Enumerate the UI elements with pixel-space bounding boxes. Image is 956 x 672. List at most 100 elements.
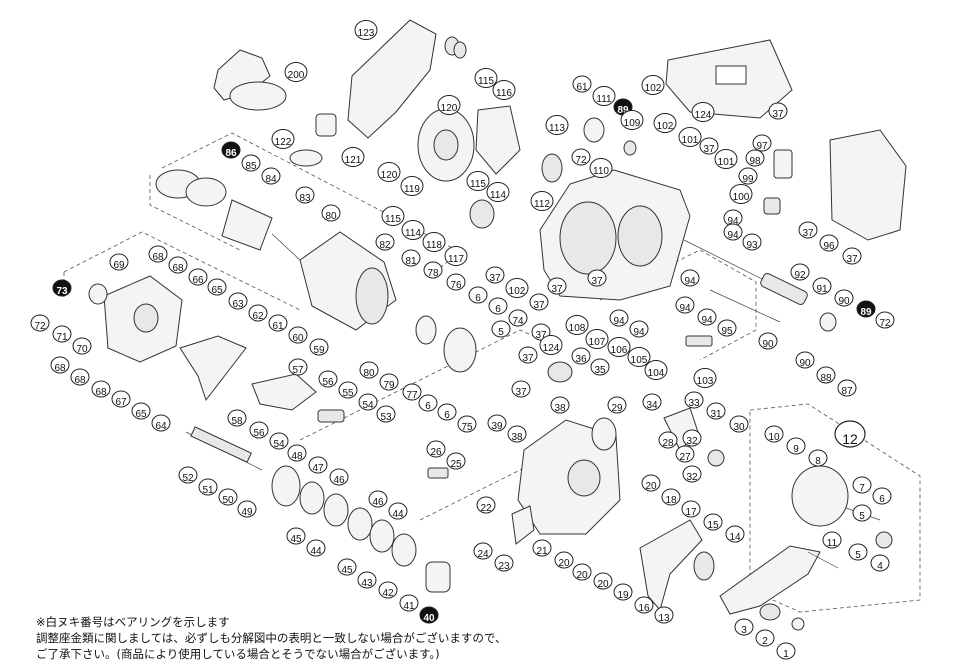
callout-label: 43 <box>361 578 373 589</box>
callout-circle <box>237 500 257 518</box>
callout-circle <box>318 370 338 388</box>
callout-label: 37 <box>703 144 715 155</box>
callout-label: 107 <box>589 337 606 348</box>
callout-circle <box>437 403 457 421</box>
callout-circle <box>693 368 717 388</box>
callout-label: 31 <box>710 409 722 420</box>
note-bearing: ※白ヌキ番号はベアリングを示します <box>36 615 230 629</box>
part-callout: 32 <box>682 465 702 483</box>
part-callout: 76 <box>446 273 466 291</box>
callout-circle <box>609 309 629 327</box>
part-callout: 24 <box>473 542 493 560</box>
part-callout: 115 <box>474 68 498 88</box>
callout-label: 37 <box>846 254 858 265</box>
part-callout: 102 <box>653 113 677 133</box>
callout-label: 39 <box>491 421 503 432</box>
callout-circle <box>368 490 388 508</box>
callout-circle <box>401 220 425 240</box>
part-callout: 37 <box>768 102 788 120</box>
callout-label: 7 <box>859 483 865 494</box>
callout-label: 84 <box>265 174 277 185</box>
callout-label: 25 <box>450 459 462 470</box>
callout-circle <box>572 75 592 93</box>
callout-label: 37 <box>489 273 501 284</box>
callout-circle <box>486 182 510 202</box>
callout-label: 76 <box>450 280 462 291</box>
part-callout: 36 <box>571 347 591 365</box>
diagram-notes: ※白ヌキ番号はベアリングを示します 調整座金類に関しましては、必ずしも分解図中の… <box>36 614 506 662</box>
callout-label: 98 <box>749 156 761 167</box>
part-callout: 44 <box>388 502 408 520</box>
callout-circle <box>641 75 665 95</box>
part-callout: 25 <box>446 452 466 470</box>
part-callout: 21 <box>532 539 552 557</box>
callout-circle <box>752 134 772 152</box>
callout-circle <box>337 558 357 576</box>
callout-circle <box>131 402 151 420</box>
callout-label: 66 <box>192 275 204 286</box>
callout-label: 102 <box>657 121 674 132</box>
callout-label: 26 <box>430 447 442 458</box>
part-callout: 102 <box>641 75 665 95</box>
part-callout: 37 <box>842 247 862 265</box>
part-callout: 9 <box>786 437 806 455</box>
callout-label: 94 <box>701 315 713 326</box>
callout-circle <box>848 543 868 561</box>
callout-label: 15 <box>707 520 719 531</box>
callout-circle <box>572 563 592 581</box>
part-callout: 72 <box>30 314 50 332</box>
part-callout: 91 <box>812 277 832 295</box>
callout-label: 20 <box>645 481 657 492</box>
part-callout: 42 <box>378 581 398 599</box>
callout-label: 85 <box>245 161 257 172</box>
callout-circle <box>437 95 461 115</box>
part-callout: 5 <box>848 543 868 561</box>
part-callout: 119 <box>400 176 424 196</box>
part-callout: 68 <box>168 256 188 274</box>
callout-circle <box>50 356 70 374</box>
part-callout: 77 <box>402 383 422 401</box>
part-callout: 5 <box>491 320 511 338</box>
callout-label: 77 <box>406 390 418 401</box>
callout-circle <box>399 594 419 612</box>
part-callout: 99 <box>738 167 758 185</box>
part-callout: 37 <box>587 269 607 287</box>
part-callout: 114 <box>401 220 425 240</box>
part-callout: 45 <box>286 527 306 545</box>
callout-label: 65 <box>211 285 223 296</box>
callout-circle <box>269 432 289 450</box>
callout-circle <box>508 309 528 327</box>
callout-circle <box>758 332 778 350</box>
callout-circle <box>706 402 726 420</box>
callout-circle <box>446 452 466 470</box>
callout-label: 41 <box>403 601 415 612</box>
callout-label: 113 <box>549 123 565 134</box>
callout-circle <box>729 415 749 433</box>
part-callout: 64 <box>151 414 171 432</box>
part-callout: 37 <box>511 380 531 398</box>
callout-circle <box>532 539 552 557</box>
callout-circle <box>529 293 549 311</box>
part-callout: 98 <box>745 149 765 167</box>
callout-label: 99 <box>742 174 754 185</box>
callout-label: 118 <box>426 240 442 251</box>
callout-label: 109 <box>624 118 641 129</box>
callout-label: 89 <box>860 307 872 318</box>
part-callout: 74 <box>508 309 528 327</box>
callout-circle <box>375 233 395 251</box>
part-callout: 94 <box>680 269 700 287</box>
callout-label: 102 <box>509 286 526 297</box>
callout-label: 52 <box>182 473 194 484</box>
callout-circle <box>249 421 269 439</box>
part-callout: 86 <box>221 141 241 159</box>
callout-circle <box>426 440 446 458</box>
callout-circle <box>422 232 446 252</box>
part-callout: 2 <box>755 629 775 647</box>
callout-circle <box>790 263 810 281</box>
part-callout: 75 <box>457 415 477 433</box>
part-callout: 63 <box>228 292 248 310</box>
group-outlines <box>63 132 921 613</box>
part-callout: 104 <box>644 360 668 380</box>
callout-label: 97 <box>756 141 768 152</box>
part-callout: 32 <box>682 429 702 447</box>
